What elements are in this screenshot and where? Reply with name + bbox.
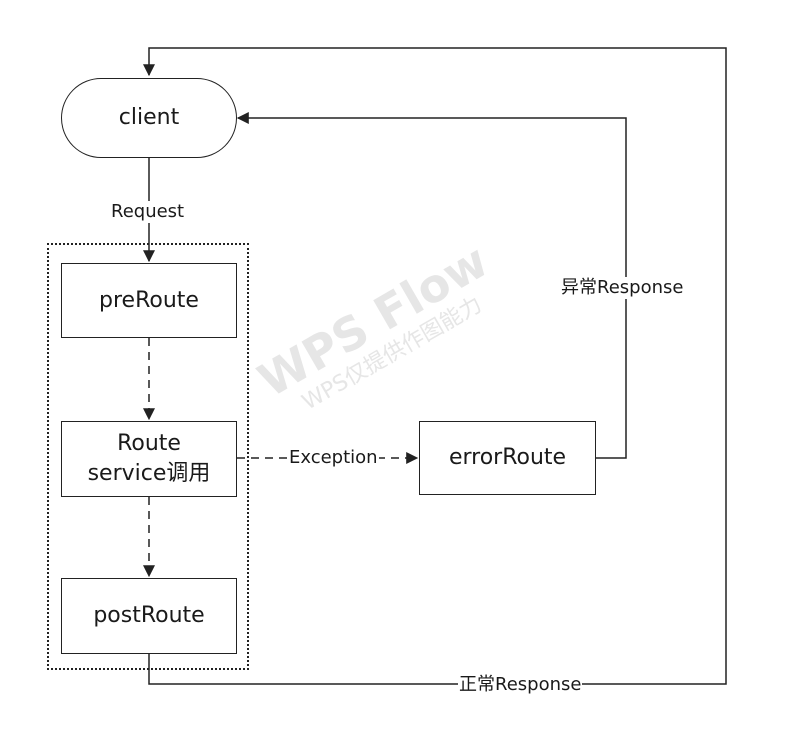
route-service-label: Route service调用 <box>87 431 211 486</box>
normal-response-connector <box>143 47 727 685</box>
exception-edge-label: Exception <box>288 447 379 469</box>
normal-response-edge-label: 正常Response <box>458 674 583 696</box>
errorroute-node[interactable]: errorRoute <box>419 421 596 495</box>
postroute-node[interactable]: postRoute <box>61 578 237 654</box>
preroute-node[interactable]: preRoute <box>61 263 237 338</box>
client-node[interactable]: client <box>61 78 237 158</box>
route-service-node[interactable]: Route service调用 <box>61 421 237 497</box>
client-label: client <box>118 105 180 130</box>
errorroute-label: errorRoute <box>448 445 567 470</box>
preroute-label: preRoute <box>99 287 199 313</box>
error-response-edge-label: 异常Response <box>560 277 685 299</box>
request-edge-label: Request <box>110 201 186 223</box>
route-chain-group <box>47 243 249 670</box>
postroute-label: postRoute <box>93 603 205 628</box>
